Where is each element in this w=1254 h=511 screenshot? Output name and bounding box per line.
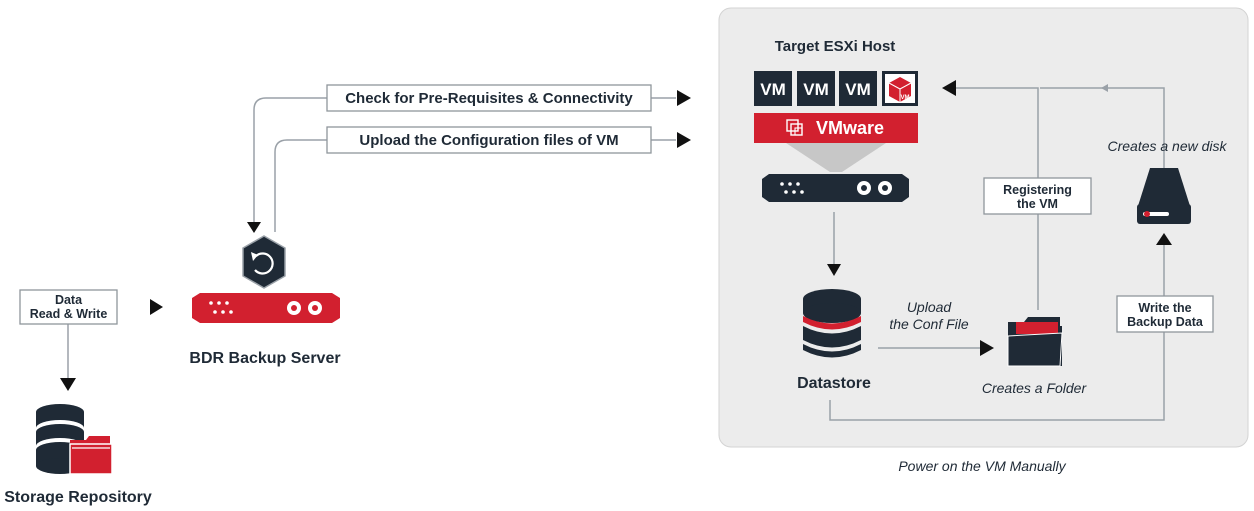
vmware-funnel: [786, 143, 886, 172]
data-rw-label-box: [19, 289, 118, 325]
arrowhead-server-in: [150, 299, 163, 315]
vmware-logo-icon: [786, 119, 803, 136]
vm-tile-2-label: VM: [803, 80, 829, 99]
power-on-label: Power on the VM Manually: [898, 458, 1066, 474]
vm-tile-1-label: VM: [760, 80, 786, 99]
data-rw-line2: Read & Write: [30, 307, 108, 321]
arrowhead-check-server: [247, 222, 261, 233]
disk-drive-icon: [1137, 168, 1191, 224]
vmware-label: VMware: [816, 118, 884, 138]
check-prereq-label: Check for Pre-Requisites & Connectivity: [345, 90, 633, 107]
arrowhead-write-backup: [1156, 233, 1172, 245]
upload-conf-line1: Upload: [907, 299, 953, 315]
arrowhead-folder: [980, 340, 994, 356]
creates-disk-label: Creates a new disk: [1107, 138, 1227, 154]
vm-tile-1: [754, 71, 792, 106]
connector-check-prereq: [253, 97, 676, 222]
registering-line1: Registering: [1003, 183, 1072, 197]
datastore-icon: [803, 289, 861, 358]
new-vm-box-icon: VM: [882, 71, 918, 106]
registering-line2: the VM: [1017, 197, 1058, 211]
bdr-server-label: BDR Backup Server: [189, 350, 340, 367]
folder-icon: [1007, 317, 1063, 367]
upload-conf-line2: the Conf File: [889, 316, 969, 332]
datastore-label: Datastore: [797, 375, 871, 392]
sync-hexagon-icon: [242, 235, 286, 289]
arrowhead-register-vm: [942, 80, 956, 96]
connector-register-vm: [955, 87, 1039, 310]
check-prereq-label-box: [326, 84, 652, 112]
arrowhead-upload-config: [677, 132, 691, 148]
upload-config-label: Upload the Configuration files of VM: [359, 132, 618, 149]
arrowhead-new-disk-small: [1101, 84, 1108, 92]
arrowhead-datastore: [827, 264, 841, 276]
arrowhead-storage: [60, 378, 76, 391]
esxi-server-icon: [762, 174, 909, 202]
write-backup-label-box: [1116, 295, 1214, 333]
connector-new-disk: [1040, 87, 1165, 168]
vm-tile-3: [839, 71, 877, 106]
vmware-bar: [754, 113, 918, 143]
upload-config-label-box: [326, 126, 652, 154]
creates-folder-label: Creates a Folder: [982, 380, 1088, 396]
vm-tile-3-label: VM: [845, 80, 871, 99]
registering-label-box: [983, 177, 1092, 215]
write-backup-line1: Write the: [1138, 301, 1191, 315]
new-vm-badge-label: VM: [901, 95, 910, 101]
vm-tile-2: [797, 71, 835, 106]
storage-repository-label: Storage Repository: [4, 489, 152, 506]
arrowhead-check-host: [677, 90, 691, 106]
connector-upload-config: [274, 139, 676, 232]
storage-repository-icon: [36, 404, 113, 475]
bdr-server-icon: [192, 293, 340, 323]
data-rw-line1: Data: [55, 293, 83, 307]
write-backup-line2: Backup Data: [1127, 315, 1204, 329]
esxi-host-title: Target ESXi Host: [775, 38, 896, 55]
